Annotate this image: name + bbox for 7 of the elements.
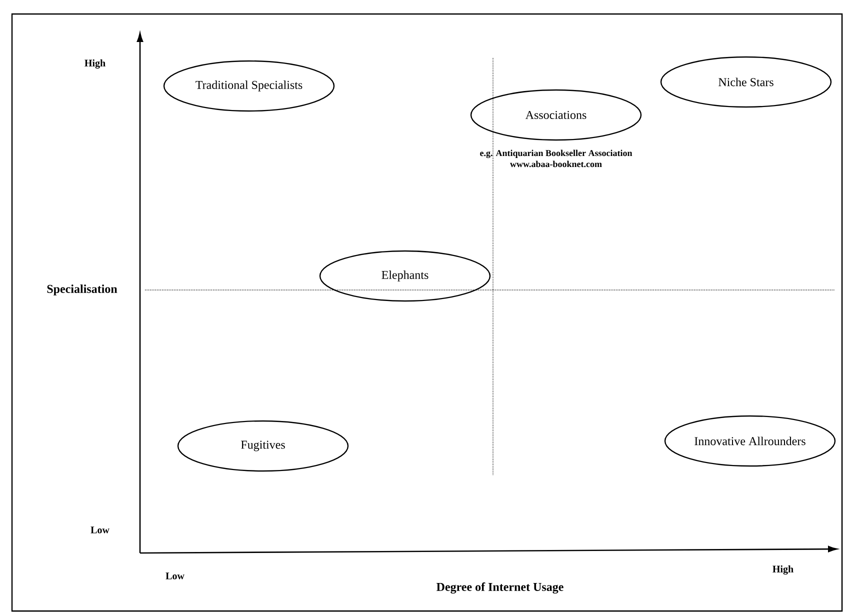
axis-tick-label: Low (90, 526, 110, 534)
axis-tick-label: High (772, 565, 794, 575)
example-text: e.g. Antiquarian Bookseller Association www.abaa-booknet.com (480, 150, 632, 168)
axis-tick-label: High (84, 59, 106, 69)
axis-title: Specialisation (47, 284, 118, 296)
axis-title: Degree of Internet Usage (436, 582, 564, 594)
axis-tick-label: Low (166, 572, 184, 580)
